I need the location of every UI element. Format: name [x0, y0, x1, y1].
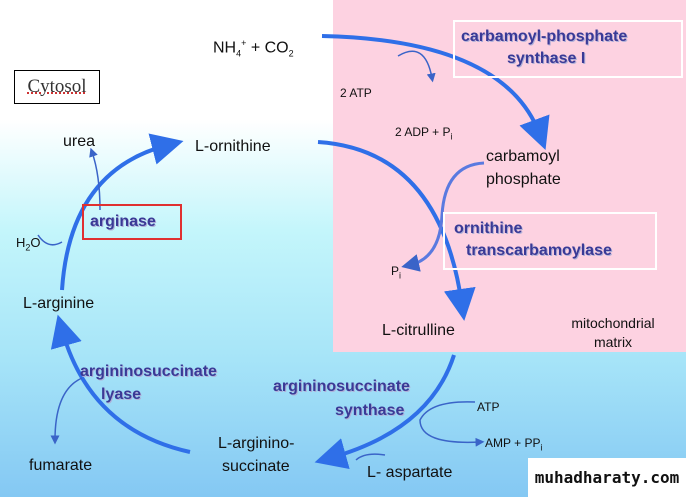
carbamoyl-phosphate-line2: phosphate [486, 171, 561, 188]
urea-label: urea [63, 133, 96, 150]
arrow-argininosuccinate-to-arginine [50, 314, 191, 454]
cytosol-label: Cytosol [14, 70, 100, 104]
enzyme-ass-line2: synthase [335, 402, 405, 419]
citrulline-label: L-citrulline [382, 322, 455, 339]
enzyme-asl-line1: argininosuccinate [80, 363, 217, 380]
enzyme-asl-line2: lyase [101, 386, 142, 403]
carbamoyl-phosphate-line1: carbamoyl [486, 148, 560, 165]
arrow-arginine-to-ornithine [60, 133, 184, 291]
atp2-label: 2 ATP [340, 86, 372, 100]
atp-label: ATP [477, 400, 500, 414]
aspartate-label: L- aspartate [367, 464, 453, 481]
enzyme-ass-line1: argininosuccinate [273, 378, 410, 395]
enzyme-arginase: arginase [90, 213, 156, 230]
arrow-nh4-to-carbamoyl [321, 34, 550, 151]
ornithine-label: L-ornithine [195, 138, 271, 155]
enzyme-cps1-line1: carbamoyl-phosphate [461, 28, 628, 45]
fumarate-label: fumarate [29, 457, 93, 474]
otc-box [443, 212, 657, 270]
argininosuccinate-line2: succinate [222, 458, 290, 475]
enzyme-otc-line2: transcarbamoylase [466, 242, 612, 259]
enzyme-cps1-line2: synthase I [507, 50, 586, 67]
watermark: muhadharaty.com [528, 458, 686, 497]
adp2-label: 2 ADP + Pi [395, 125, 453, 142]
cps1-box [453, 20, 683, 78]
arginine-label: L-arginine [23, 295, 95, 312]
arrow-citrulline-to-argininosuccinate [314, 354, 456, 470]
pi-label: Pi [391, 264, 402, 281]
arginase-highlight-box [82, 204, 182, 240]
amp-ppi-label: AMP + PPi [485, 436, 543, 453]
enzyme-otc-line1: ornithine [454, 220, 523, 237]
h2o-label: H2O [16, 235, 41, 253]
nh4-co2-label: NH4+ + CO2 [213, 38, 294, 59]
arrow-ornithine-to-citrulline [317, 140, 476, 321]
mitochondrial-matrix-region [333, 0, 686, 352]
argininosuccinate-line1: L-arginino- [218, 435, 295, 452]
